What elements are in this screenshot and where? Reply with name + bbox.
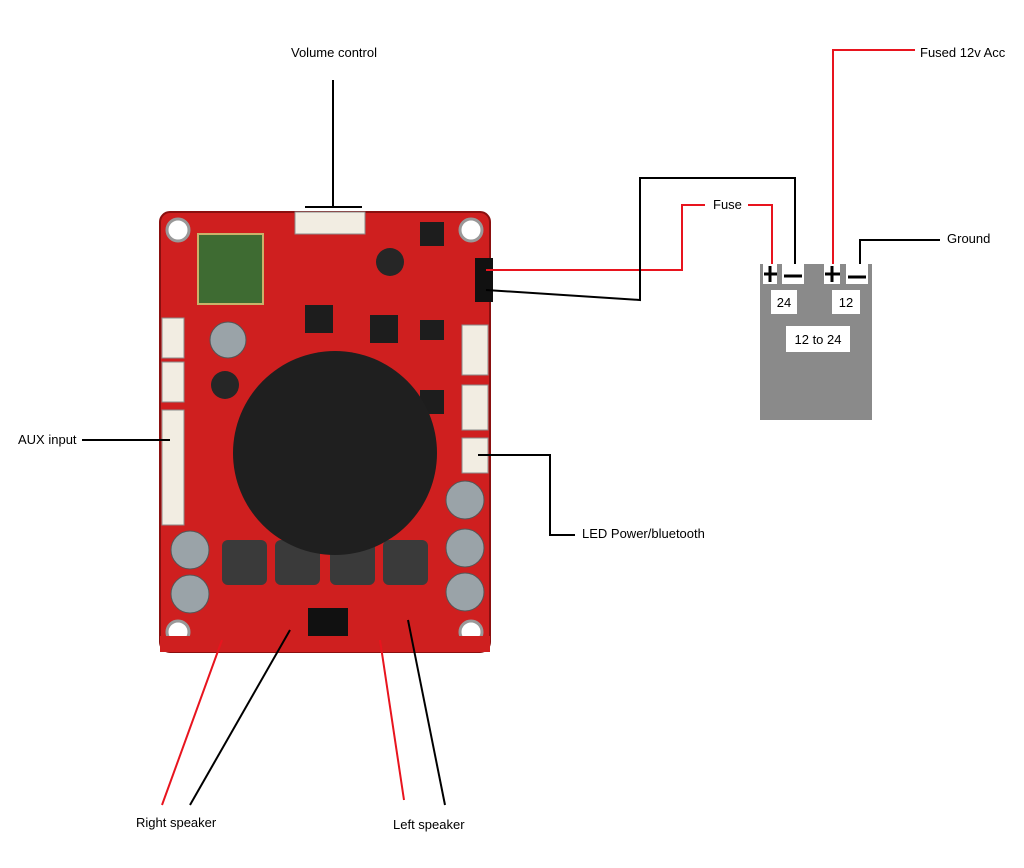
right-speaker-black — [189, 629, 291, 806]
right-speaker-label: Right speaker — [136, 815, 217, 830]
left-speaker-black — [407, 619, 446, 806]
converter-in-label: 12 — [832, 290, 860, 314]
terminal-minus-24 — [782, 264, 804, 284]
output-inductor — [383, 540, 428, 585]
chip — [420, 222, 444, 246]
capacitor — [170, 530, 210, 570]
converter-out-label: 24 — [771, 290, 797, 314]
left-speaker-red — [379, 639, 405, 801]
volume-control-label: Volume control — [291, 45, 377, 60]
header — [161, 361, 185, 403]
converter-title: 12 to 24 — [786, 326, 850, 352]
fuse-wire-out — [748, 204, 773, 270]
chip — [420, 320, 444, 340]
left-speaker-label: Left speaker — [393, 817, 465, 832]
terminal-minus-12 — [846, 264, 868, 284]
volume-header — [294, 211, 366, 235]
fused-12v-acc-label: Fused 12v Acc — [920, 45, 1006, 60]
chip — [370, 315, 398, 343]
capacitor — [170, 574, 210, 614]
speaker-drum — [233, 351, 437, 555]
capacitor — [445, 572, 485, 612]
right-speaker-red — [161, 639, 223, 806]
speaker-terminal — [308, 608, 348, 638]
capacitor — [445, 480, 485, 520]
acc-wire — [832, 49, 915, 270]
terminal-plus-12 — [824, 264, 840, 284]
ground-label: Ground — [947, 231, 991, 246]
ground-wire — [859, 239, 940, 268]
aux-header — [161, 409, 185, 526]
fuse-wire-in — [486, 204, 705, 271]
mounting-hole — [458, 217, 484, 243]
power-connector — [475, 258, 493, 302]
output-inductor — [222, 540, 267, 585]
aux-input-label: AUX input — [18, 432, 77, 447]
capacitor — [445, 528, 485, 568]
capacitor — [209, 321, 247, 359]
amplifier-board — [159, 211, 493, 653]
terminal-plus-24 — [763, 264, 777, 284]
inductor — [211, 371, 239, 399]
led-wire — [478, 454, 575, 536]
bluetooth-module — [197, 233, 264, 305]
header — [461, 384, 489, 431]
inductor — [376, 248, 404, 276]
led-power-bluetooth-label: LED Power/bluetooth — [582, 526, 705, 541]
header — [161, 317, 185, 359]
fuse-label: Fuse — [713, 197, 742, 212]
mounting-hole — [165, 217, 191, 243]
chip — [305, 305, 333, 333]
header — [461, 324, 489, 376]
board-bottom-edge — [160, 636, 490, 652]
power-return-wire — [485, 177, 796, 302]
